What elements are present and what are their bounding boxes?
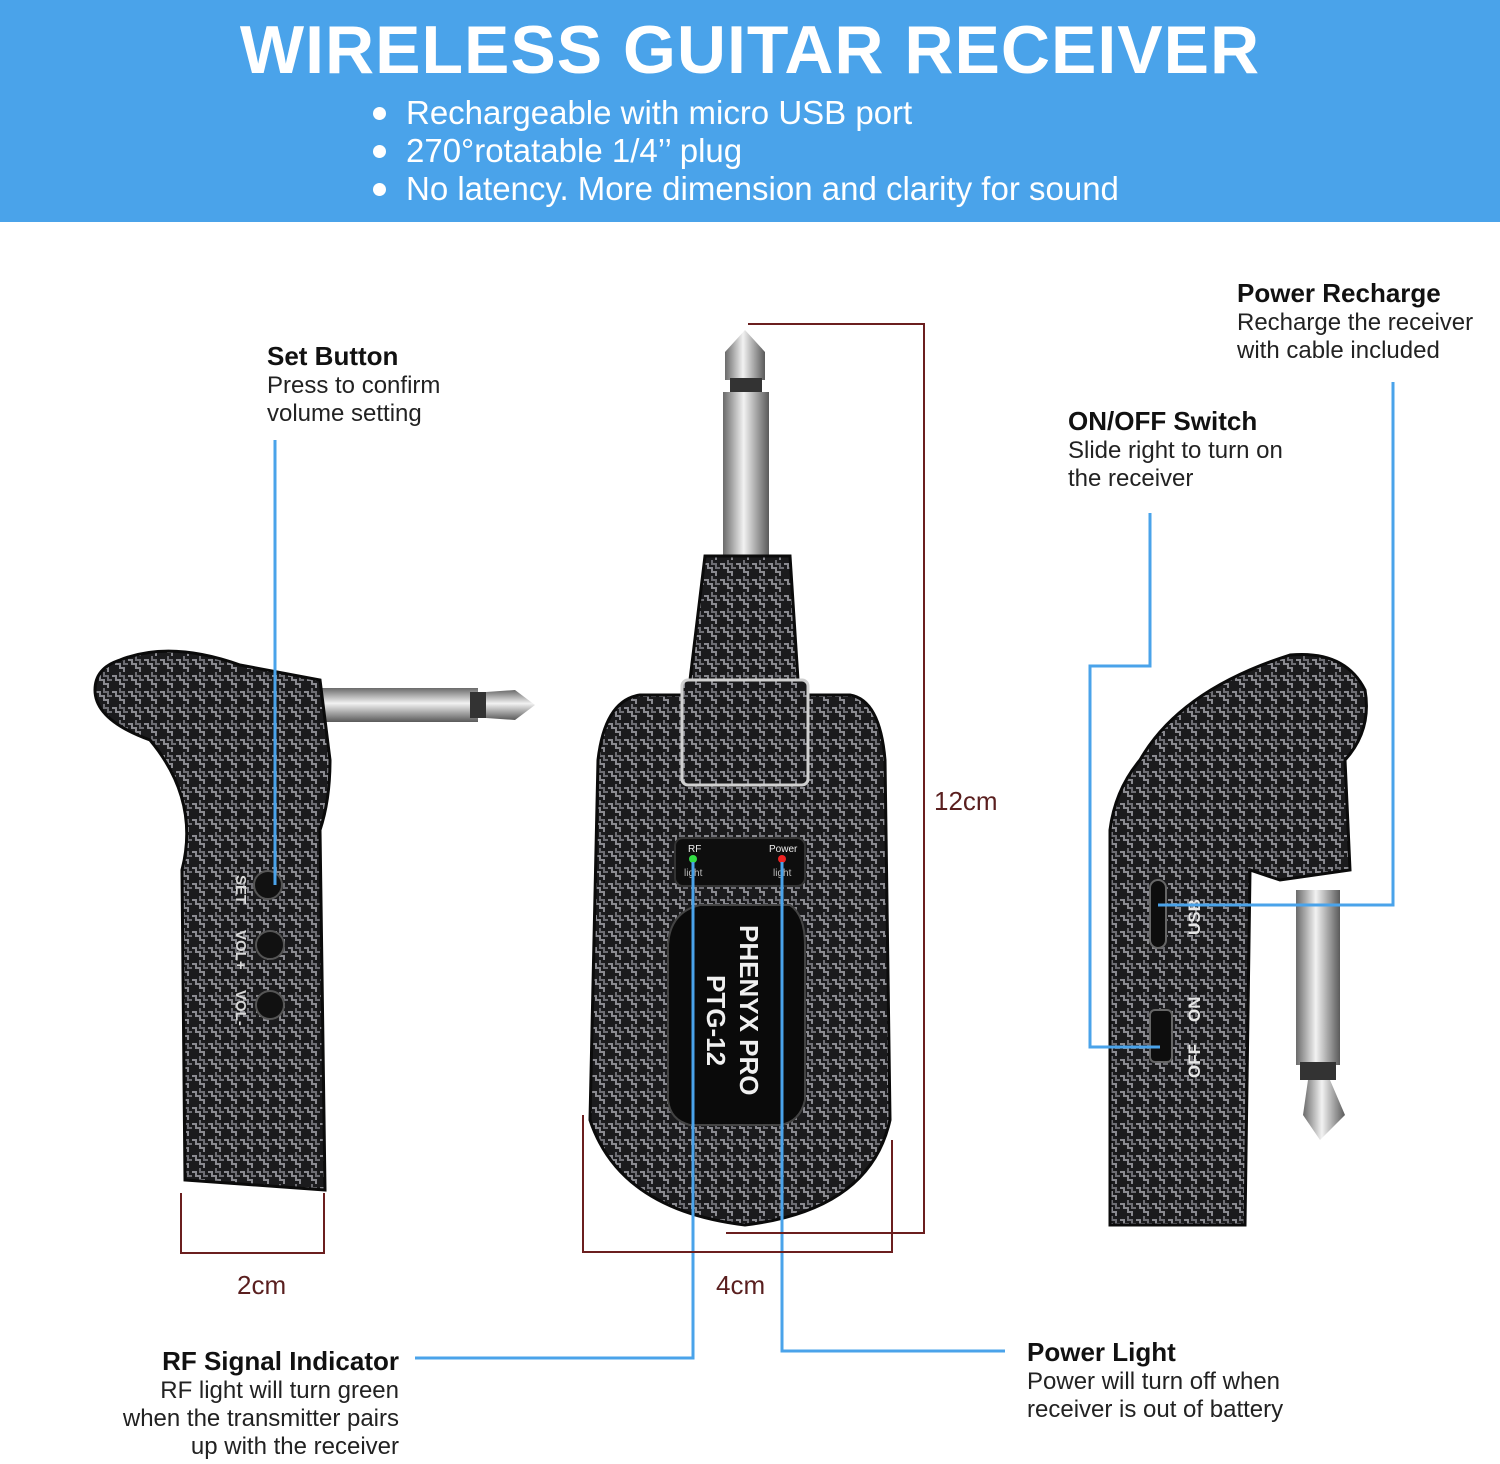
model-name: PTG-12 [701, 975, 731, 1066]
usb-port-icon [1149, 879, 1167, 949]
depth-dimension: 2cm [237, 1270, 287, 1300]
plug-ring [470, 692, 486, 718]
callout-text: volume setting [267, 400, 422, 427]
power-label: Power [769, 844, 798, 855]
power-recharge-leader [1158, 382, 1395, 907]
dimension-lines [180, 323, 925, 1254]
feature-list: Rechargeable with micro USB port 270°rot… [370, 94, 1119, 208]
callout-text: receiver is out of battery [1027, 1396, 1284, 1423]
callout-text: RF light will turn green [160, 1377, 399, 1404]
vol-down-label: VOL- [232, 990, 249, 1026]
width-dimension: 4cm [716, 1270, 766, 1300]
rf-signal-leader [415, 862, 695, 1360]
rf-label: RF [688, 844, 701, 855]
callout-text: Recharge the receiver [1237, 309, 1474, 336]
callout-title: Power Recharge [1237, 278, 1441, 308]
device-body [93, 649, 332, 1192]
width-dimension-line [582, 1115, 893, 1253]
height-dimension: 12cm [934, 786, 998, 816]
rf-signal-callout: RF Signal Indicator RF light will turn g… [80, 1345, 399, 1461]
brand-name: PHENYX PRO [734, 925, 764, 1096]
feature-item: No latency. More dimension and clarity f… [370, 170, 1119, 208]
off-label: OFF [1185, 1044, 1204, 1078]
usb-label: USB [1185, 899, 1204, 935]
set-label: SET [232, 875, 249, 904]
power-led-icon [778, 855, 786, 863]
callout-text: up with the receiver [190, 1433, 399, 1460]
callout-text: when the transmitter pairs [122, 1405, 399, 1432]
plug-tip [1303, 1080, 1345, 1140]
power-recharge-callout: Power Recharge Recharge the receiver wit… [1237, 277, 1473, 365]
rf-led-icon [689, 855, 697, 863]
right-side-device: USB ON OFF [1108, 652, 1368, 1227]
plug-ring [1300, 1062, 1336, 1080]
on-off-switch-leader [1088, 513, 1160, 1049]
page-title: WIRELESS GUITAR RECEIVER [239, 12, 1261, 88]
callout-title: RF Signal Indicator [162, 1346, 399, 1376]
vol-up-label: VOL+ [232, 930, 249, 970]
plug-shaft [1296, 890, 1340, 1065]
label-plate [667, 904, 806, 1126]
power-light-callout: Power Light Power will turn off when rec… [1027, 1336, 1283, 1424]
set-button-callout: Set Button Press to confirm volume setti… [267, 340, 440, 428]
plug-collar [688, 554, 800, 682]
depth-dimension-line [180, 1193, 325, 1254]
callout-text: Slide right to turn on [1068, 437, 1283, 464]
power-switch-icon [1149, 1009, 1173, 1063]
vol-down-button-icon [255, 990, 285, 1020]
plug-tip [486, 690, 535, 720]
plug-shaft [300, 688, 478, 722]
callout-text: Power will turn off when [1027, 1368, 1281, 1395]
left-side-device: SET VOL+ VOL- [93, 649, 535, 1192]
callout-title: Set Button [267, 341, 399, 371]
callout-text: Press to confirm [267, 372, 441, 399]
center-front-device: RF light Power light PHENYX PRO PTG-12 [588, 330, 892, 1227]
feature-item: Rechargeable with micro USB port [370, 94, 1119, 132]
callout-title: ON/OFF Switch [1068, 406, 1258, 436]
callout-lines [273, 382, 1395, 1360]
indicator-panel [674, 837, 806, 887]
header-banner: WIRELESS GUITAR RECEIVER Rechargeable wi… [0, 0, 1500, 222]
device-body [1108, 652, 1368, 1227]
plug-housing [680, 678, 810, 787]
set-button-icon [253, 870, 283, 900]
feature-item: 270°rotatable 1/4’’ plug [370, 132, 1119, 170]
vol-up-button-icon [255, 930, 285, 960]
callout-text: the receiver [1068, 465, 1194, 492]
plug-shaft [723, 392, 769, 557]
plug-ring [730, 378, 762, 392]
height-dimension-line [726, 323, 925, 1234]
plug-tip [725, 330, 765, 380]
on-off-switch-callout: ON/OFF Switch Slide right to turn on the… [1068, 405, 1283, 493]
callout-text: with cable included [1237, 337, 1440, 364]
on-label: ON [1185, 997, 1204, 1023]
power-light-leader [780, 862, 1005, 1353]
callout-title: Power Light [1027, 1337, 1176, 1367]
